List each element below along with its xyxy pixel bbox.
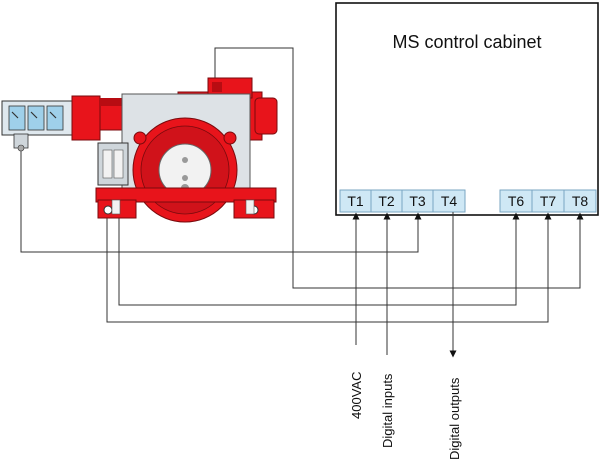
- terminal-t1-label: T1: [347, 193, 364, 209]
- wire-t3: [20, 150, 422, 253]
- wires: [20, 47, 584, 358]
- terminal-t2-label: T2: [378, 193, 395, 209]
- terminal-t7-label: T7: [540, 193, 557, 209]
- terminal-t6-label: T6: [508, 193, 525, 209]
- label-digital-outputs: Digital outputs: [447, 377, 462, 460]
- terminal-t8-label: T8: [572, 193, 589, 209]
- terminal-strip-left: T1 T2 T3 T4: [339, 189, 466, 213]
- wire-t6: [118, 212, 520, 306]
- terminal-strip-right: T6 T7 T8: [499, 189, 597, 213]
- terminal-t4[interactable]: [432, 189, 466, 213]
- terminal-t4-label: T4: [441, 193, 458, 209]
- ms-control-cabinet: MS control cabinet: [335, 2, 599, 216]
- wire-t8: [214, 47, 584, 289]
- wire-t7: [106, 212, 552, 323]
- label-digital-inputs: Digital inputs: [380, 373, 395, 448]
- label-400vac: 400VAC: [349, 372, 364, 419]
- gear-motor-illustration: [1, 77, 278, 223]
- terminal-t3-label: T3: [409, 193, 426, 209]
- cabinet-title: MS control cabinet: [392, 32, 541, 52]
- limit-switch-block: [1, 100, 73, 152]
- terminal-t8[interactable]: [563, 189, 597, 213]
